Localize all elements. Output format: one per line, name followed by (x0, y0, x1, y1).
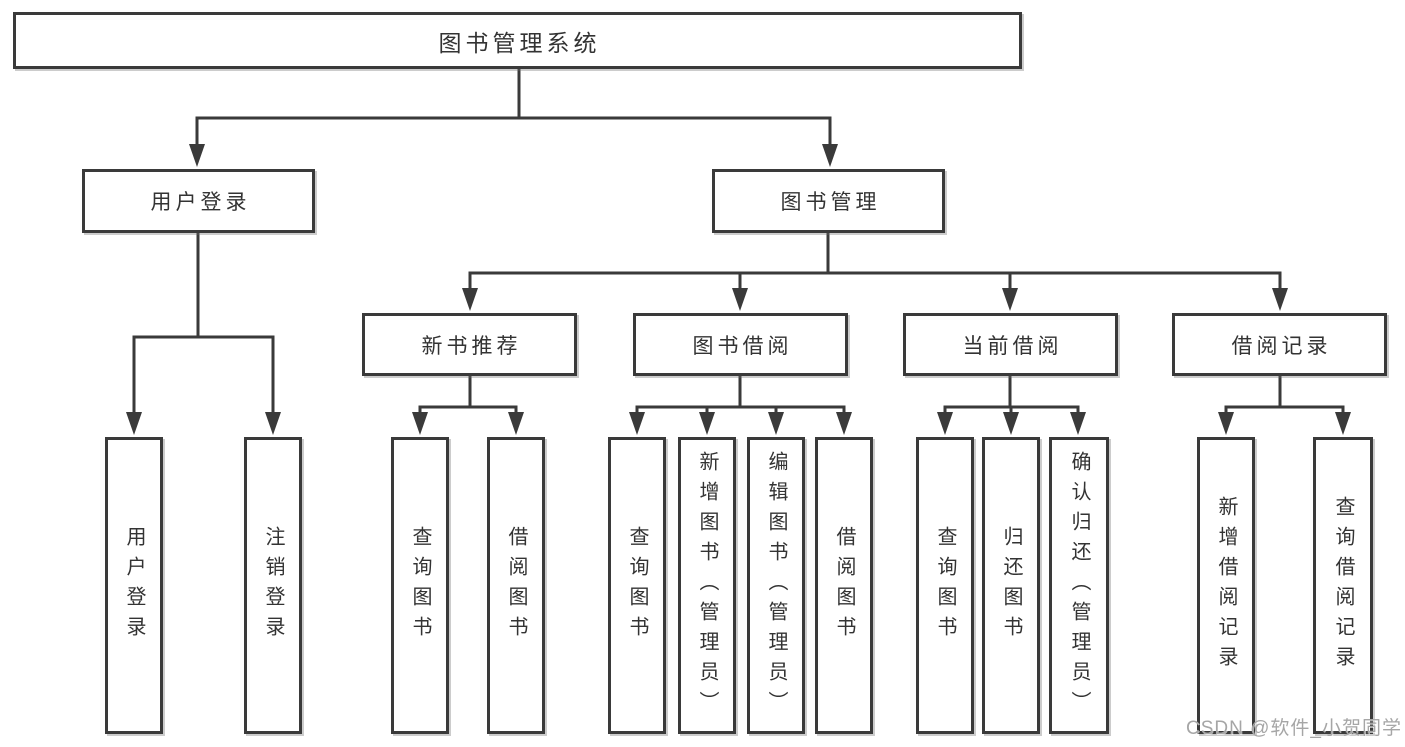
leaf-label: 查询图书 (626, 525, 648, 646)
node-label: 新书推荐 (421, 334, 522, 358)
node-book-borrow: 图书借阅 (633, 313, 848, 376)
node-label: 用户登录 (150, 191, 251, 214)
node-label: 图书借阅 (692, 334, 793, 358)
node-book-management: 图书管理 (712, 169, 945, 233)
leaf-edit-books-admin: 编辑图书（管理员） (747, 437, 805, 734)
leaf-label: 用户登录 (123, 525, 145, 646)
node-library-system: 图书管理系统 (13, 12, 1022, 69)
leaf-label: 查询图书 (934, 525, 956, 646)
node-borrow-records: 借阅记录 (1172, 313, 1387, 376)
leaf-add-borrow-record: 新增借阅记录 (1197, 437, 1255, 734)
leaf-label: 查询借阅记录 (1332, 495, 1354, 676)
node-current-borrow: 当前借阅 (903, 313, 1118, 376)
csdn-watermark: CSDN @软件_小贺同学 (1186, 718, 1402, 739)
leaf-label: 归还图书 (1000, 525, 1022, 646)
leaf-query-books-current: 查询图书 (916, 437, 974, 734)
node-user-login: 用户登录 (82, 169, 315, 233)
leaf-label: 确认归还（管理员） (1068, 450, 1090, 721)
leaf-borrow-books-recommend: 借阅图书 (487, 437, 545, 734)
leaf-add-books-admin: 新增图书（管理员） (678, 437, 736, 734)
leaf-return-books: 归还图书 (982, 437, 1040, 734)
leaf-label: 新增图书（管理员） (696, 450, 718, 721)
leaf-borrow-books: 借阅图书 (815, 437, 873, 734)
node-label: 当前借阅 (962, 334, 1063, 358)
leaf-label: 注销登录 (262, 525, 284, 646)
leaf-query-books-recommend: 查询图书 (391, 437, 449, 734)
leaf-query-borrow-record: 查询借阅记录 (1313, 437, 1373, 734)
leaf-label: 新增借阅记录 (1215, 495, 1237, 676)
leaf-confirm-return-admin: 确认归还（管理员） (1049, 437, 1109, 734)
leaf-logout: 注销登录 (244, 437, 302, 734)
leaf-query-books-borrow: 查询图书 (608, 437, 666, 734)
leaf-label: 借阅图书 (505, 525, 527, 646)
leaf-label: 借阅图书 (833, 525, 855, 646)
leaf-label: 查询图书 (409, 525, 431, 646)
node-label: 图书管理 (780, 191, 881, 214)
node-label: 图书管理系统 (438, 29, 601, 56)
node-label: 借阅记录 (1231, 334, 1332, 358)
node-new-book-recommend: 新书推荐 (362, 313, 577, 376)
leaf-user-login: 用户登录 (105, 437, 163, 734)
leaf-label: 编辑图书（管理员） (765, 450, 787, 721)
